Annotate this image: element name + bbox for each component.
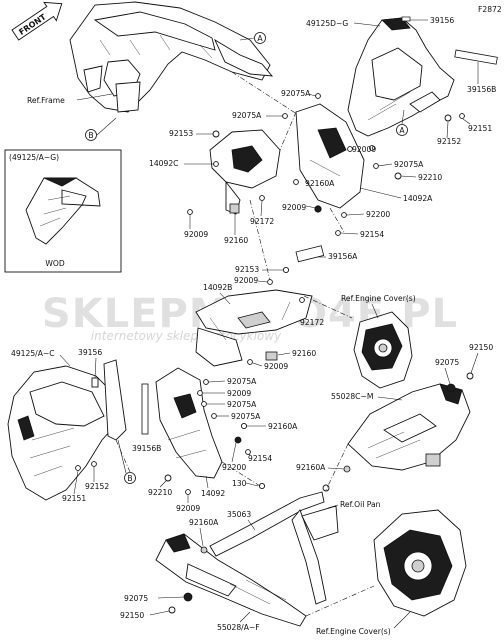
label-55028-A-F: 55028/A~F [217,623,260,632]
label-92075A-3: 92075A [394,160,424,169]
label-92152-top: 92152 [437,137,461,146]
label-39156B-mid: 39156B [132,444,161,453]
svg-text:A: A [399,126,405,135]
label-14092B: 14092B [203,283,232,292]
label-92075-bottom: 92075 [124,594,148,603]
label-92075A-5: 92075A [227,400,257,409]
label-92009-7: 92009 [176,504,200,513]
label-92153-mid: 92153 [235,265,259,274]
label-92075A-4: 92075A [227,377,257,386]
label-92009-2: 92009 [282,203,306,212]
front-badge: FRONT [11,1,63,41]
ref-frame-label: Ref.Frame [27,96,65,105]
inner-bracket-14092A [295,103,365,209]
label-92150-top: 92150 [469,343,493,352]
inset-wod-box: (49125/A~G) WOD [4,149,122,273]
label-39156A: 39156A [328,252,358,261]
top-right-cover [347,17,498,137]
label-92160A-bottom: 92160A [189,518,219,527]
label-92075A-2: 92075A [232,111,262,120]
callout-a-top-left: A [254,32,266,44]
label-14092A: 14092A [403,194,433,203]
callout-b-top-left: B [85,129,97,141]
callout-b-lower: B [124,472,136,484]
figure-id: F2872 [478,5,502,14]
label-92075A-1: 92075A [281,89,311,98]
label-130: 130 [232,479,247,488]
label-92154-mid: 92154 [248,454,272,463]
label-92154-top: 92154 [360,230,384,239]
label-92210-top: 92210 [418,173,442,182]
ref-oil-pan: Ref.Oil Pan [340,500,381,509]
label-92150-bottom: 92150 [120,611,144,620]
engine-cover-bottom [373,509,467,617]
svg-text:B: B [127,474,132,483]
hardware-top [187,93,465,236]
svg-text:B: B [88,131,93,140]
label-92009-1: 92009 [352,145,376,154]
label-39156-top: 39156 [430,16,454,25]
label-49125D-G: 49125D~G [306,19,348,28]
label-14092: 14092 [201,489,225,498]
label-92152-mid: 92152 [85,482,109,491]
label-92200-top: 92200 [366,210,390,219]
label-39156B-top: 39156B [467,85,496,94]
left-fairing-49125 [7,359,127,501]
label-92009-4: 92009 [234,276,258,285]
label-92160-mid: 92160 [292,349,316,358]
label-92009-3: 92009 [184,230,208,239]
label-92210-mid: 92210 [148,488,172,497]
part-39156B-bar [141,383,149,435]
frame-assembly [69,1,301,117]
label-92153-top: 92153 [169,129,193,138]
label-92160-top: 92160 [224,236,248,245]
inner-bracket-14092C [209,129,281,215]
label-49125-A-C: 49125/A~C [11,349,55,358]
inner-panel-14092 [155,367,251,495]
ref-engine-cover-top: Ref.Engine Cover(s) [341,294,416,303]
lower-fairing-55028A [155,533,307,627]
label-92200-mid: 92200 [222,463,246,472]
label-92009-6: 92009 [227,389,251,398]
lower-fairing-55028C [343,372,474,473]
label-92075A-6: 92075A [231,412,261,421]
front-arrow-icon [11,1,63,41]
label-92160A-top: 92160A [305,179,335,188]
engine-cover-right [353,311,413,389]
bracket-35063 [209,482,339,605]
callout-a-right: A [396,124,408,136]
ref-engine-cover-bottom: Ref.Engine Cover(s) [316,627,391,636]
label-39156-mid: 39156 [78,348,102,357]
tray-14092B [195,245,325,367]
label-92172-top: 92172 [250,217,274,226]
inset-title: (49125/A~G) [9,153,59,162]
label-92172-mid: 92172 [300,318,324,327]
label-92151-mid: 92151 [62,494,86,503]
label-92009-5: 92009 [264,362,288,371]
label-92151-top: 92151 [468,124,492,133]
svg-text:A: A [257,34,263,43]
label-14092C: 14092C [149,159,178,168]
label-92075-top: 92075 [435,358,459,367]
label-35063: 35063 [227,510,251,519]
inset-caption: WOD [45,259,64,268]
label-55028C-M: 55028C~M [331,392,373,401]
label-92160A-right: 92160A [296,463,326,472]
label-92160A-mid: 92160A [268,422,298,431]
